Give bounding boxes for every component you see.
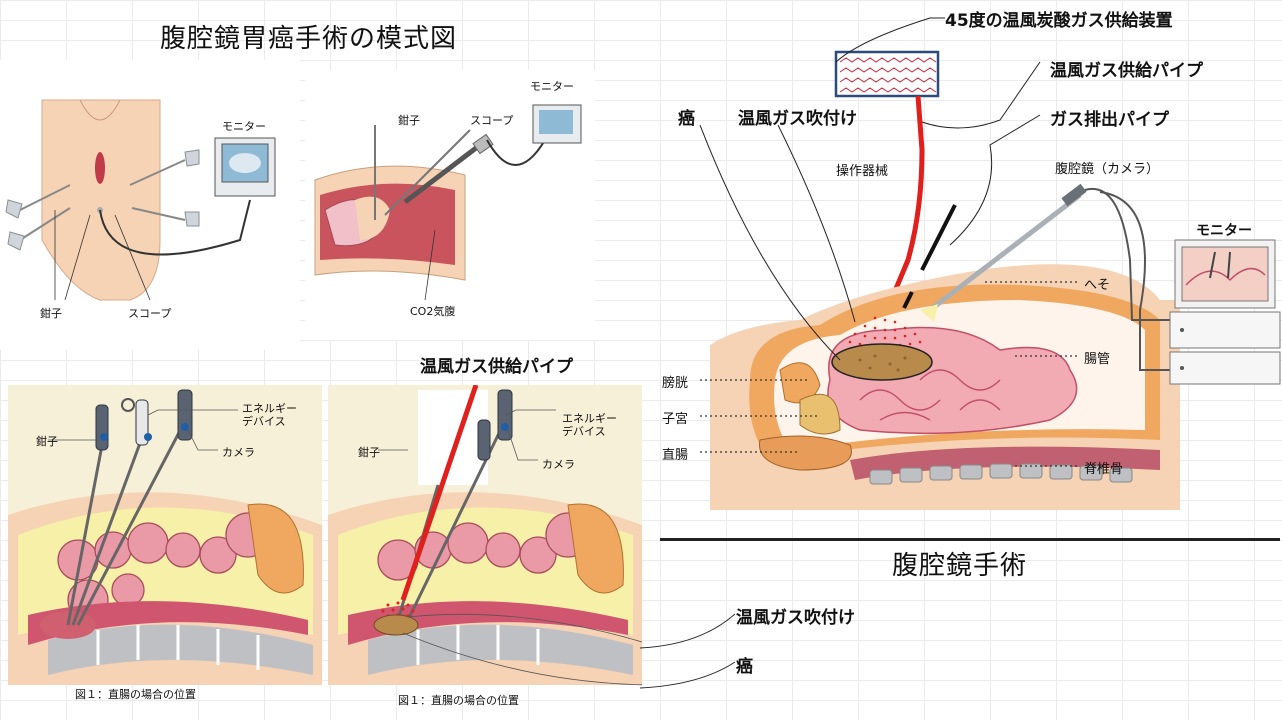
label-scope-2: スコープ: [470, 114, 514, 127]
label-uterus: 子宮: [662, 412, 689, 427]
label-co2: CO2気腹: [410, 305, 456, 318]
label-instrument: 操作器械: [836, 164, 889, 179]
cross-section-diagram: [305, 70, 595, 340]
bl-label-energy-device: エネルギー デバイス: [242, 402, 297, 428]
label-monitor-1: モニター: [222, 120, 266, 133]
label-navel: へそ: [1084, 278, 1111, 293]
rectum-diagram-2: [328, 385, 642, 686]
bm-label-energy-device: エネルギー デバイス: [562, 412, 617, 438]
bm-label-camera: カメラ: [542, 458, 575, 471]
label-laparoscope: 腹腔鏡（カメラ）: [1055, 162, 1160, 177]
bl-label-camera: カメラ: [222, 446, 255, 459]
torso-diagram: [0, 60, 300, 350]
bm-label-forceps: 鉗子: [358, 446, 380, 459]
label-forceps-2: 鉗子: [398, 114, 420, 127]
laparoscopic-surgery-diagram: [699, 17, 1281, 510]
label-intestine: 腸管: [1084, 352, 1111, 367]
section-divider: [660, 538, 1280, 541]
page-title-top-left: 腹腔鏡胃癌手術の模式図: [160, 24, 458, 54]
label-bladder: 膀胱: [662, 376, 689, 391]
callout-lines-bottom: [640, 613, 736, 689]
label-spine: 脊椎骨: [1084, 462, 1124, 477]
label-gas-blow-right: 温風ガス吹付け: [738, 109, 857, 129]
callout-gas-blow: 温風ガス吹付け: [736, 608, 855, 628]
callout-cancer: 癌: [736, 657, 753, 677]
label-scope-1: スコープ: [128, 307, 172, 320]
label-rectum: 直腸: [662, 448, 689, 463]
label-cancer-right: 癌: [678, 109, 695, 129]
label-monitor-right: モニター: [1196, 223, 1252, 239]
bl-label-forceps: 鉗子: [36, 435, 58, 448]
bm-label-pipe: 温風ガス供給パイプ: [420, 357, 573, 377]
label-exhaust-pipe: ガス排出パイプ: [1050, 110, 1169, 130]
label-supply-pipe: 温風ガス供給パイプ: [1050, 61, 1203, 81]
label-device: 45度の温風炭酸ガス供給装置: [945, 11, 1173, 31]
label-forceps-1: 鉗子: [40, 307, 62, 320]
page-title-bottom-right: 腹腔鏡手術: [892, 551, 1028, 581]
label-monitor-2: モニター: [530, 80, 574, 93]
bm-caption: 図１：直腸の場合の位置: [398, 694, 519, 707]
bl-caption: 図１：直腸の場合の位置: [75, 688, 196, 701]
rectum-diagram-1: [8, 385, 322, 685]
